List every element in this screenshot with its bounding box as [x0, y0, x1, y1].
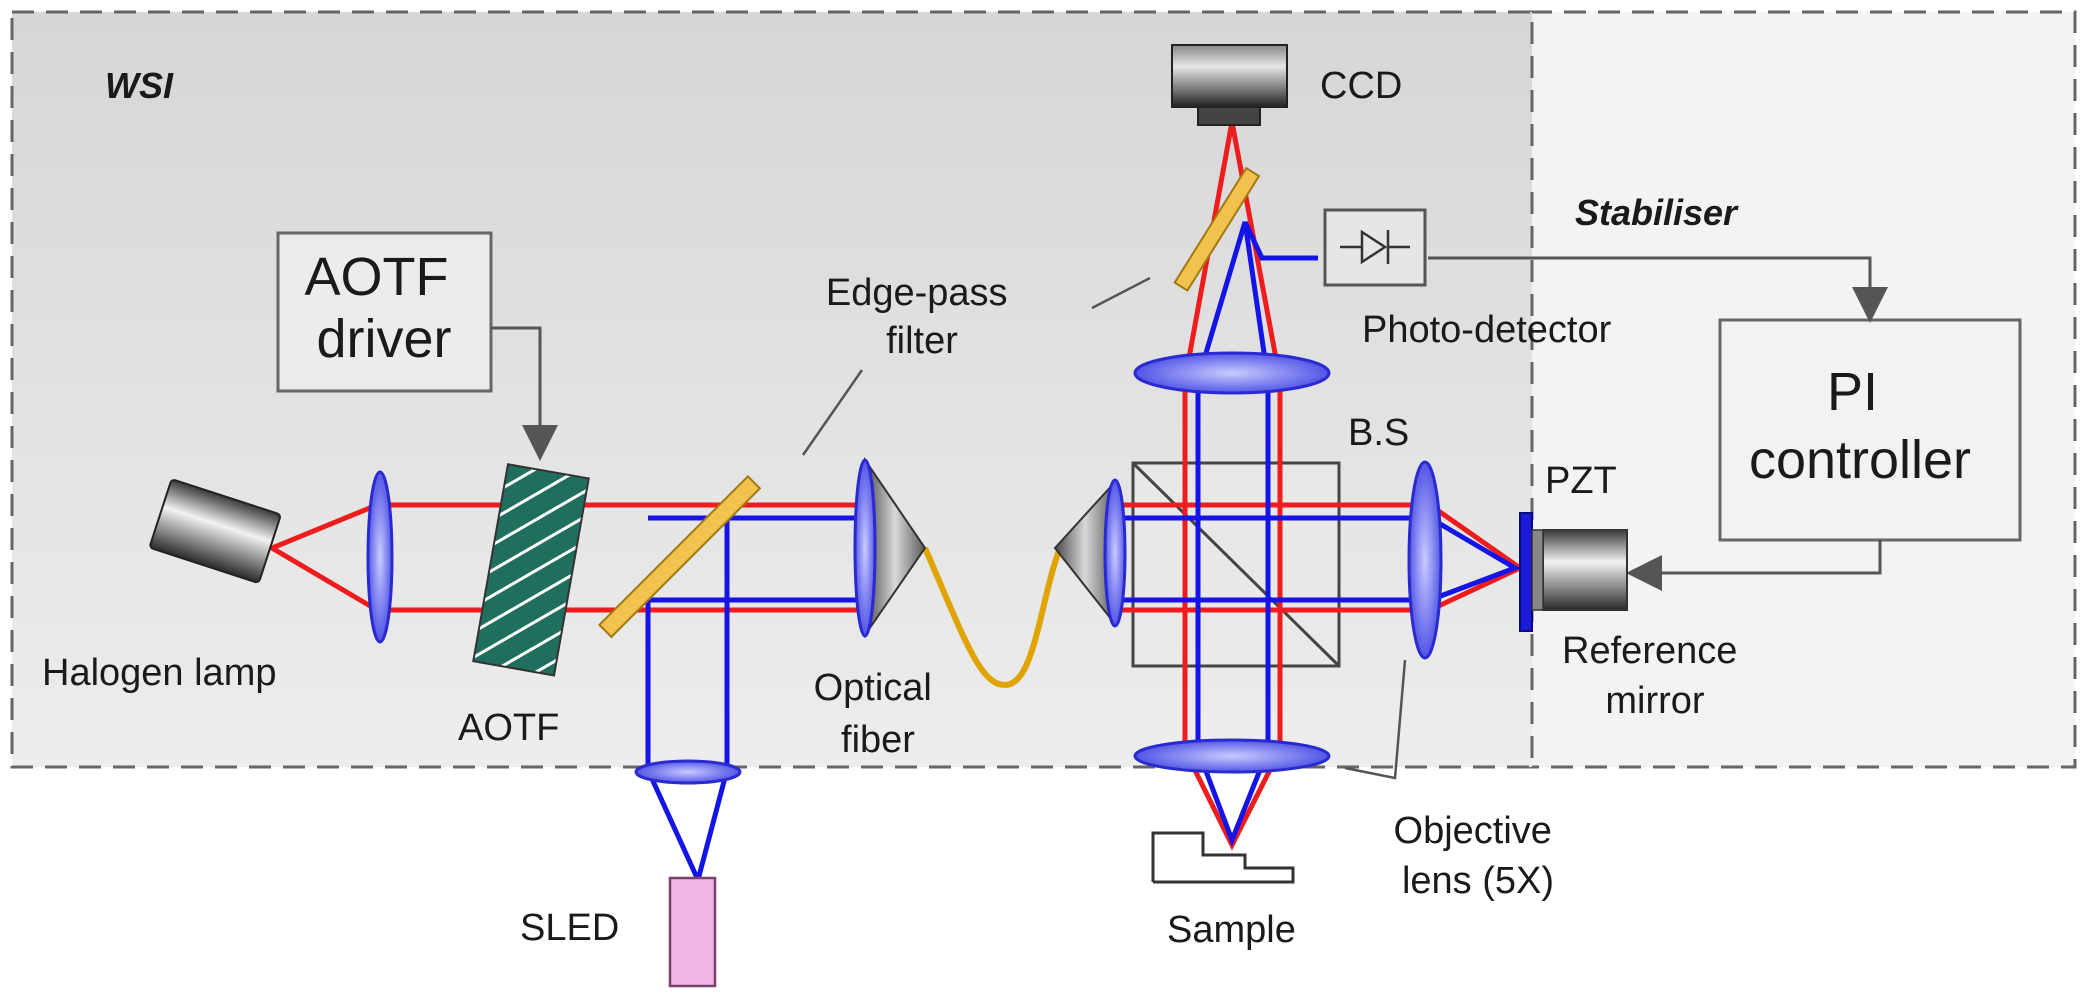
reference-mirror-pzt: [1519, 512, 1628, 632]
sled-lens: [634, 759, 742, 785]
wsi-region-label: WSI: [105, 65, 174, 106]
reference-mirror-label: Reference mirror: [1562, 630, 1748, 722]
halogen-lamp: [149, 479, 281, 584]
photo-detector-label: Photo-detector: [1362, 309, 1612, 351]
sled-label: SLED: [520, 907, 619, 949]
objective-lens-leader: [1344, 659, 1407, 780]
ccd-label: CCD: [1320, 65, 1402, 107]
halogen-lamp-label: Halogen lamp: [42, 652, 276, 694]
beam-splitter-diagonal: [1131, 461, 1341, 668]
optical-fiber-label: Optical fiber: [814, 667, 943, 761]
stabiliser-region-label: Stabiliser: [1575, 192, 1739, 233]
detector-to-controller-arrow: [1428, 256, 1888, 323]
aotf-label: AOTF: [458, 707, 559, 749]
sample-stage: [1151, 831, 1295, 884]
fiber-output-coupler: [1053, 478, 1127, 628]
optical-fiber: [922, 546, 1063, 689]
aotf-crystal: [472, 463, 590, 677]
reference-objective-lens: [1407, 460, 1443, 660]
aotf-driver-box: [276, 231, 493, 393]
upper-tube-lens: [1133, 351, 1331, 395]
driver-to-aotf-arrow: [491, 326, 558, 461]
edge-pass-filter-leader: [801, 369, 864, 456]
sample-objective-lens: [1133, 738, 1331, 774]
sled-source: [668, 876, 717, 988]
aotf-driver-label: AOTF driver: [304, 247, 463, 369]
objective-lens-label: Objective lens (5X): [1394, 810, 1563, 902]
ccd-camera: [1171, 44, 1288, 126]
upper-edge-pass-filter: [1173, 166, 1261, 292]
photo-detector: [1323, 208, 1427, 287]
controller-to-pzt-arrow: [1626, 540, 1882, 591]
upper-filter-leader: [1091, 276, 1151, 310]
blue-beam-path: [645, 220, 1521, 888]
edge-pass-filter: [597, 474, 762, 639]
pi-controller-label: PI controller: [1749, 362, 1971, 490]
beam-splitter-label: B.S: [1348, 412, 1409, 454]
collimating-lens: [366, 470, 394, 644]
pi-controller-box: [1718, 318, 2022, 542]
sample-label: Sample: [1167, 909, 1296, 951]
edge-pass-filter-label: Edge-pass filter: [826, 272, 1018, 362]
pzt-label: PZT: [1545, 460, 1617, 502]
fiber-input-coupler: [853, 456, 927, 639]
